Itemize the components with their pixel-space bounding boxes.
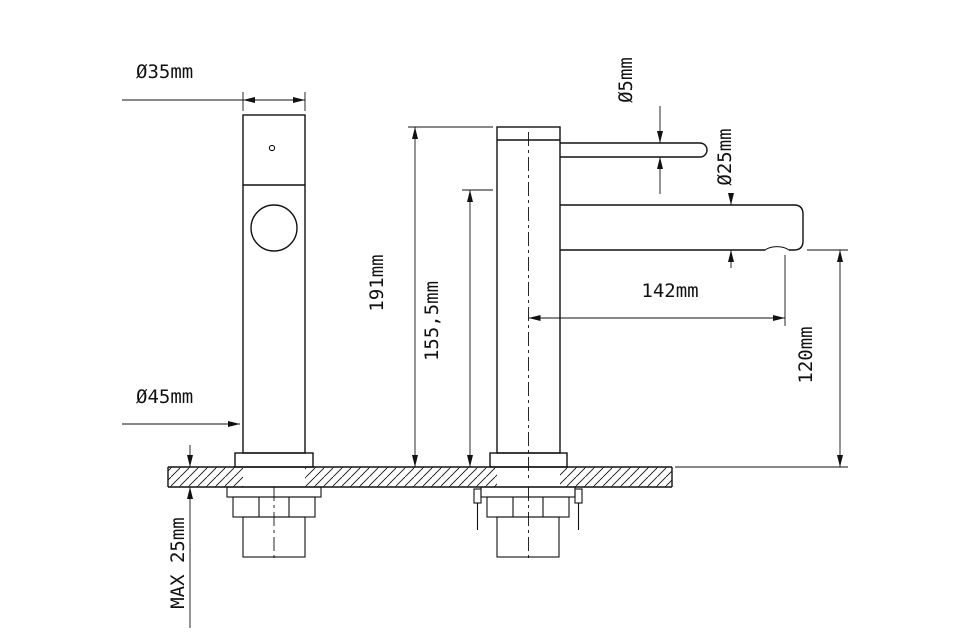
dim-total-height: 191mm — [366, 126, 493, 467]
dim-outlet-height: 120mm — [675, 249, 848, 468]
spout-outline — [560, 204, 804, 251]
label-spout-reach: 142mm — [641, 280, 698, 302]
dim-spout-diameter: Ø25mm — [714, 128, 736, 268]
front-view — [234, 114, 314, 468]
dim-top-diameter: Ø35mm — [122, 61, 306, 111]
dim-base-diameter: Ø45mm — [122, 386, 240, 427]
label-max-thickness: MAX 25mm — [167, 517, 189, 609]
dim-spout-reach: 142mm — [528, 255, 786, 326]
dim-spout-center-height: 155,5mm — [421, 189, 493, 467]
handle-rod — [560, 142, 708, 158]
label-spout-center-height: 155,5mm — [421, 281, 443, 361]
front-knob-circle — [250, 204, 298, 252]
right-clamp-right — [574, 488, 583, 504]
aerator-notch — [764, 246, 790, 251]
left-mounting-hardware — [226, 486, 322, 562]
right-mounting-hardware — [473, 486, 583, 562]
label-total-height: 191mm — [366, 254, 388, 311]
right-clamp-left — [473, 488, 482, 504]
label-base-diameter: Ø45mm — [136, 386, 193, 408]
countertop-hatch-right — [560, 467, 672, 487]
countertop — [167, 466, 673, 488]
dim-max-thickness: MAX 25mm — [167, 445, 193, 628]
side-view — [489, 126, 804, 480]
label-handle-rod-diameter: Ø5mm — [615, 57, 637, 103]
right-threaded-shank — [496, 516, 560, 558]
countertop-hatch-middle — [305, 467, 497, 487]
dim-handle-rod-diameter: Ø5mm — [615, 57, 663, 194]
countertop-hatch-left — [168, 467, 243, 487]
front-body-outline — [242, 114, 306, 454]
label-spout-diameter: Ø25mm — [714, 128, 736, 185]
right-lock-nut — [486, 496, 570, 518]
label-outlet-height: 120mm — [795, 326, 817, 383]
label-top-diameter: Ø35mm — [136, 61, 193, 83]
front-base-flange — [234, 452, 314, 468]
right-washer — [480, 486, 576, 498]
front-set-screw — [268, 144, 276, 152]
